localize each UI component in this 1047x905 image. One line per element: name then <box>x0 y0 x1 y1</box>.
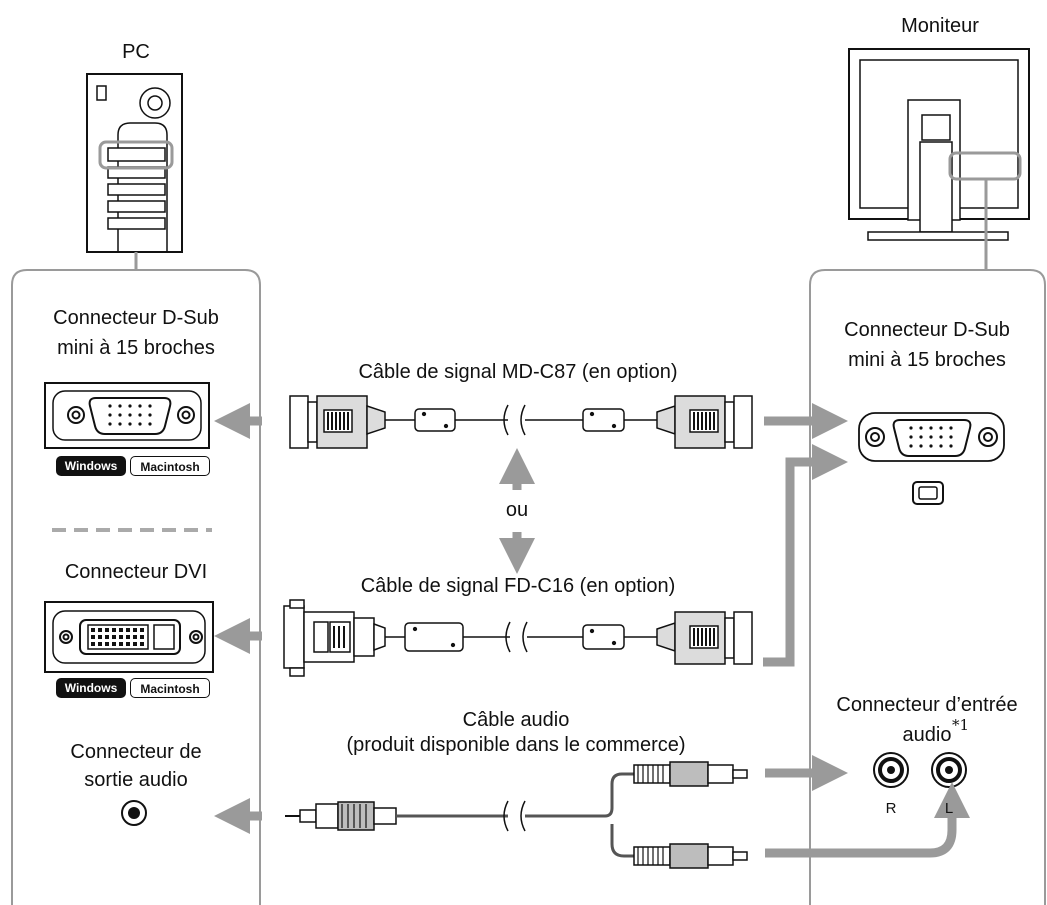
dsub-pin <box>949 444 953 448</box>
fd-c16-cable <box>283 599 753 677</box>
left-audio-out-jack-icon <box>121 800 147 826</box>
right-audio-in-label: Connecteur d’entrée audio <box>836 694 1018 746</box>
dsub-pin <box>929 435 933 439</box>
md-c87-cable <box>289 395 753 449</box>
dsub-pin <box>138 404 142 408</box>
dsub-pin <box>909 426 913 430</box>
dsub-pin <box>939 435 943 439</box>
dsub-pin <box>929 426 933 430</box>
dvi-pin <box>105 642 109 646</box>
dvi-pin <box>98 642 102 646</box>
right-jack-r-label: R <box>885 800 897 817</box>
left-dsub-label: Connecteur D-Sub mini à 15 broches <box>53 307 219 359</box>
pc-connector-callout <box>98 140 174 170</box>
dsub-pin <box>118 404 122 408</box>
monitor-title: Moniteur <box>901 15 979 37</box>
dsub-pin <box>148 422 152 426</box>
dsub-pin <box>919 426 923 430</box>
signal-md-label: Câble de signal MD-C87 (en option) <box>358 361 678 383</box>
dsub-pin <box>128 404 132 408</box>
audio-cable <box>285 761 748 869</box>
dsub-pin <box>939 426 943 430</box>
pc-tower-icon <box>86 73 183 253</box>
right-audio-jack-l-icon <box>931 752 967 788</box>
dsub-pin <box>909 435 913 439</box>
right-panel-frame <box>809 269 1046 905</box>
dsub-pin <box>148 404 152 408</box>
left-dvi-windows-badge: Windows <box>56 678 126 698</box>
left-dsub-pins <box>108 404 152 426</box>
dvi-pin <box>126 628 130 632</box>
dvi-pin <box>91 635 95 639</box>
dvi-pin <box>119 628 123 632</box>
dsub-pin <box>138 422 142 426</box>
dsub-pin <box>108 422 112 426</box>
dvi-pin <box>105 635 109 639</box>
dsub-pin <box>919 435 923 439</box>
left-dvi-macintosh-badge: Macintosh <box>130 678 210 698</box>
left-audio-out-label: Connecteur de sortie audio <box>70 741 202 791</box>
dvi-pin <box>112 642 116 646</box>
dvi-pin <box>91 642 95 646</box>
dvi-pin <box>133 628 137 632</box>
dvi-pin <box>119 635 123 639</box>
dsub-pin <box>128 413 132 417</box>
right-jack-l-label: L <box>944 800 954 817</box>
dsub-pin <box>949 426 953 430</box>
arrow-to-jack-l <box>765 782 970 858</box>
dsub-pin <box>919 444 923 448</box>
dvi-pin <box>133 642 137 646</box>
dvi-pin <box>91 628 95 632</box>
dsub-pin <box>148 413 152 417</box>
dsub-pin <box>128 422 132 426</box>
left-dsub-windows-badge: Windows <box>56 456 126 476</box>
or-label: ou <box>505 499 529 521</box>
dsub-pin <box>929 444 933 448</box>
dvi-pin <box>112 628 116 632</box>
left-dsub-macintosh-badge: Macintosh <box>130 456 210 476</box>
dvi-pin <box>140 628 144 632</box>
dvi-pin <box>98 628 102 632</box>
dvi-pin <box>98 635 102 639</box>
left-dvi-label: Connecteur DVI <box>64 561 208 583</box>
signal-fd-label: Câble de signal FD-C16 (en option) <box>360 575 676 597</box>
dsub-pin <box>118 422 122 426</box>
dsub-pin <box>118 413 122 417</box>
right-dsub-pins <box>909 426 953 448</box>
left-dvi-pins <box>91 628 144 646</box>
dsub-pin <box>138 413 142 417</box>
dvi-pin <box>119 642 123 646</box>
left-dsub-port-icon <box>44 382 210 449</box>
dsub-pin <box>939 444 943 448</box>
right-audio-jack-r-icon <box>873 752 909 788</box>
pc-title: PC <box>122 41 150 63</box>
monitor-icon <box>848 48 1030 241</box>
dvi-pin <box>105 628 109 632</box>
dvi-pin <box>140 635 144 639</box>
dvi-pin <box>133 635 137 639</box>
dvi-pin <box>126 642 130 646</box>
dsub-pin <box>949 435 953 439</box>
dsub-pin <box>108 404 112 408</box>
dvi-pin <box>140 642 144 646</box>
dsub-pin <box>108 413 112 417</box>
dsub-pin <box>909 444 913 448</box>
audio-cable-label: Câble audio (produit disponible dans le … <box>346 709 686 756</box>
right-audio-footnote-mark: *1 <box>952 716 970 734</box>
right-dsub-label: Connecteur D-Sub mini à 15 broches <box>844 319 1010 371</box>
dvi-pin <box>126 635 130 639</box>
dvi-pin <box>112 635 116 639</box>
arrow-fd-to-right-dsub <box>763 444 848 667</box>
